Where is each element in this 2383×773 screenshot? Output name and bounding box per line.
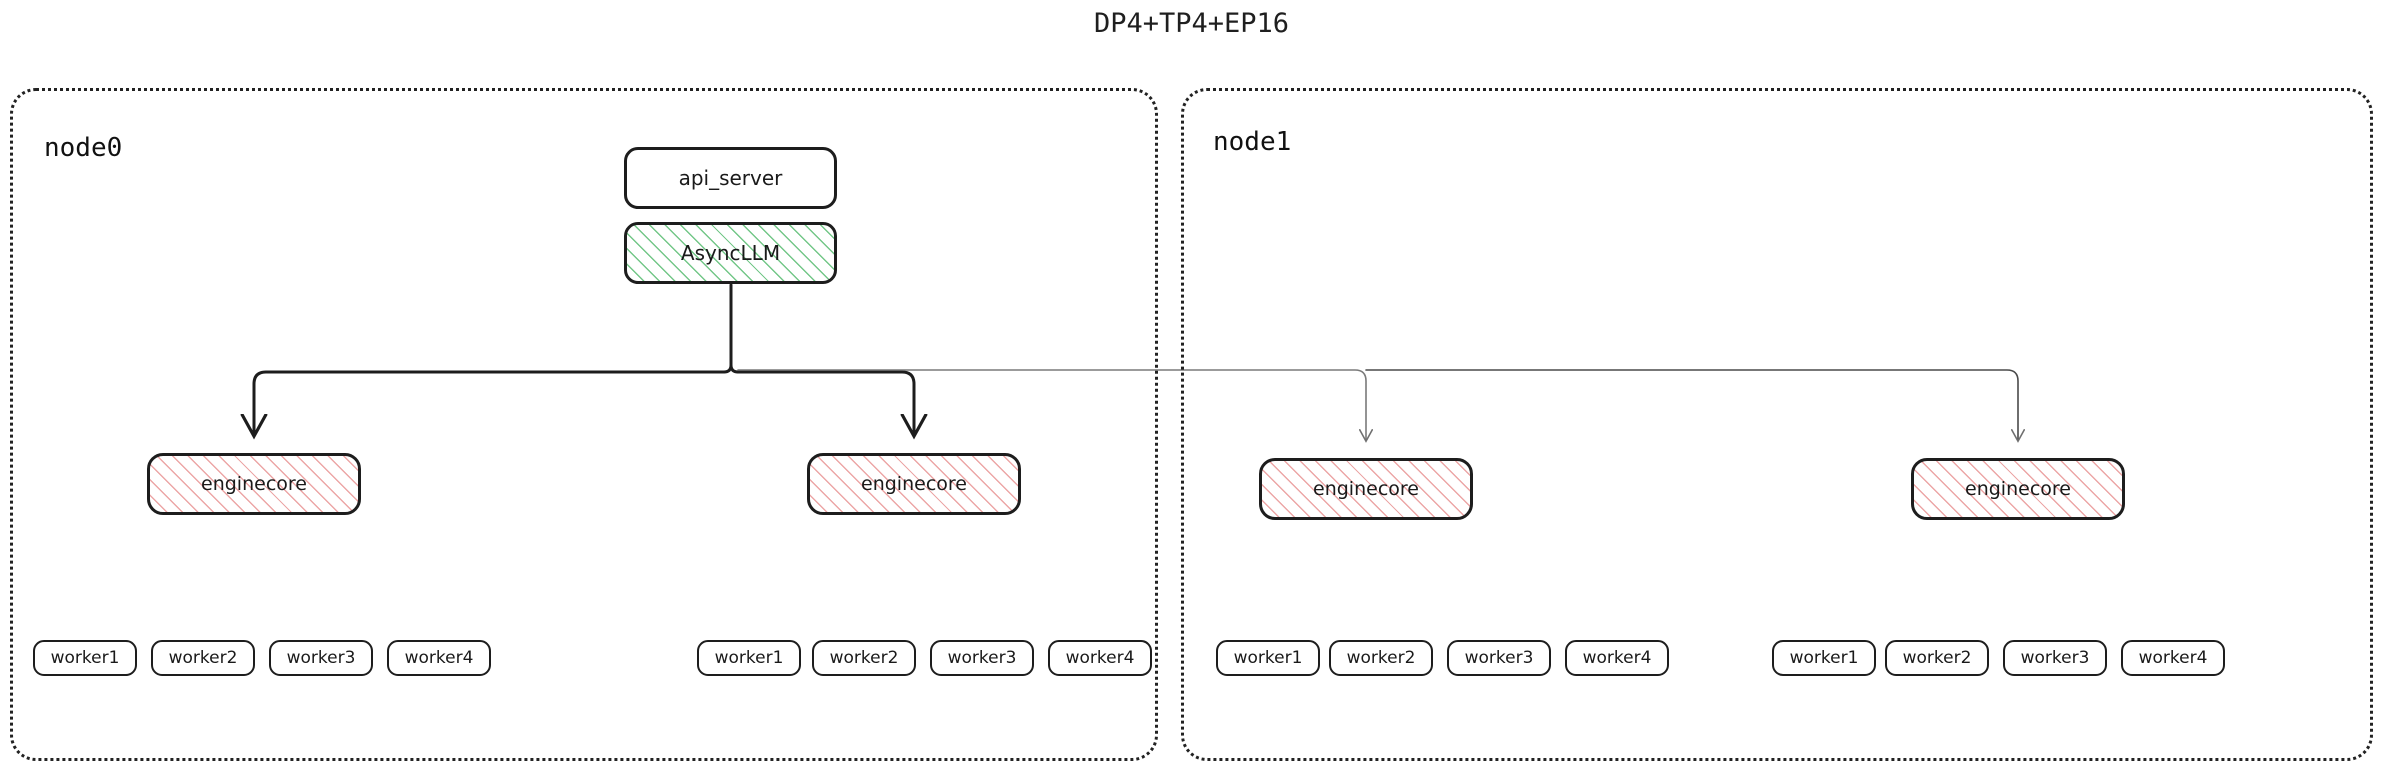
- box-worker-n1-g0-2[interactable]: worker3: [1447, 640, 1551, 676]
- connector-to-enginecore-n1-1: [1365, 369, 2018, 440]
- box-worker-n1-g0-0[interactable]: worker1: [1216, 640, 1320, 676]
- box-worker-label: worker3: [1464, 647, 1534, 668]
- box-worker-label: worker2: [168, 647, 238, 668]
- box-enginecore-n1-1[interactable]: enginecore: [1911, 458, 2125, 520]
- connector-to-enginecore-n0-1: [736, 370, 914, 434]
- box-worker-n0-g0-2[interactable]: worker3: [269, 640, 373, 676]
- box-worker-n0-g1-2[interactable]: worker3: [930, 640, 1034, 676]
- node-container-node1: [1181, 88, 2373, 761]
- box-worker-label: worker4: [2138, 647, 2208, 668]
- connector-to-enginecore-n1-0: [737, 369, 1366, 440]
- box-enginecore-n0-0[interactable]: enginecore: [147, 453, 361, 515]
- box-worker-n0-g1-3[interactable]: worker4: [1048, 640, 1152, 676]
- box-worker-n0-g0-0[interactable]: worker1: [33, 640, 137, 676]
- box-async-llm-label: AsyncLLM: [680, 241, 781, 265]
- box-worker-n0-g0-3[interactable]: worker4: [387, 640, 491, 676]
- box-worker-n0-g0-1[interactable]: worker2: [151, 640, 255, 676]
- box-worker-label: worker1: [1789, 647, 1859, 668]
- box-worker-label: worker1: [50, 647, 120, 668]
- box-api-server[interactable]: api_server: [624, 147, 837, 209]
- box-worker-label: worker4: [404, 647, 474, 668]
- box-worker-n1-g1-0[interactable]: worker1: [1772, 640, 1876, 676]
- box-enginecore-n0-1[interactable]: enginecore: [807, 453, 1021, 515]
- box-worker-label: worker3: [947, 647, 1017, 668]
- box-enginecore-n1-0[interactable]: enginecore: [1259, 458, 1473, 520]
- box-worker-label: worker2: [1902, 647, 1972, 668]
- box-api-server-label: api_server: [678, 166, 783, 190]
- box-worker-n1-g1-1[interactable]: worker2: [1885, 640, 1989, 676]
- node-label-node0: node0: [44, 133, 123, 163]
- box-worker-n0-g1-0[interactable]: worker1: [697, 640, 801, 676]
- box-worker-label: worker4: [1582, 647, 1652, 668]
- box-worker-n1-g1-3[interactable]: worker4: [2121, 640, 2225, 676]
- box-worker-label: worker2: [829, 647, 899, 668]
- box-async-llm[interactable]: AsyncLLM: [624, 222, 837, 284]
- box-enginecore-label: enginecore: [201, 472, 307, 495]
- node-label-node1: node1: [1213, 127, 1292, 157]
- page-title: DP4+TP4+EP16: [1093, 8, 1290, 39]
- box-worker-label: worker4: [1065, 647, 1135, 668]
- box-worker-label: worker1: [1233, 647, 1303, 668]
- box-worker-n0-g1-1[interactable]: worker2: [812, 640, 916, 676]
- node-container-node0: [10, 88, 1158, 761]
- box-worker-label: worker1: [714, 647, 784, 668]
- box-worker-n1-g1-2[interactable]: worker3: [2003, 640, 2107, 676]
- box-enginecore-label: enginecore: [861, 472, 967, 495]
- box-worker-label: worker2: [1346, 647, 1416, 668]
- box-worker-label: worker3: [286, 647, 356, 668]
- box-worker-n1-g0-1[interactable]: worker2: [1329, 640, 1433, 676]
- box-enginecore-label: enginecore: [1965, 477, 2071, 500]
- box-enginecore-label: enginecore: [1313, 477, 1419, 500]
- connector-to-enginecore-n0-0: [254, 370, 726, 434]
- box-worker-label: worker3: [2020, 647, 2090, 668]
- box-worker-n1-g0-3[interactable]: worker4: [1565, 640, 1669, 676]
